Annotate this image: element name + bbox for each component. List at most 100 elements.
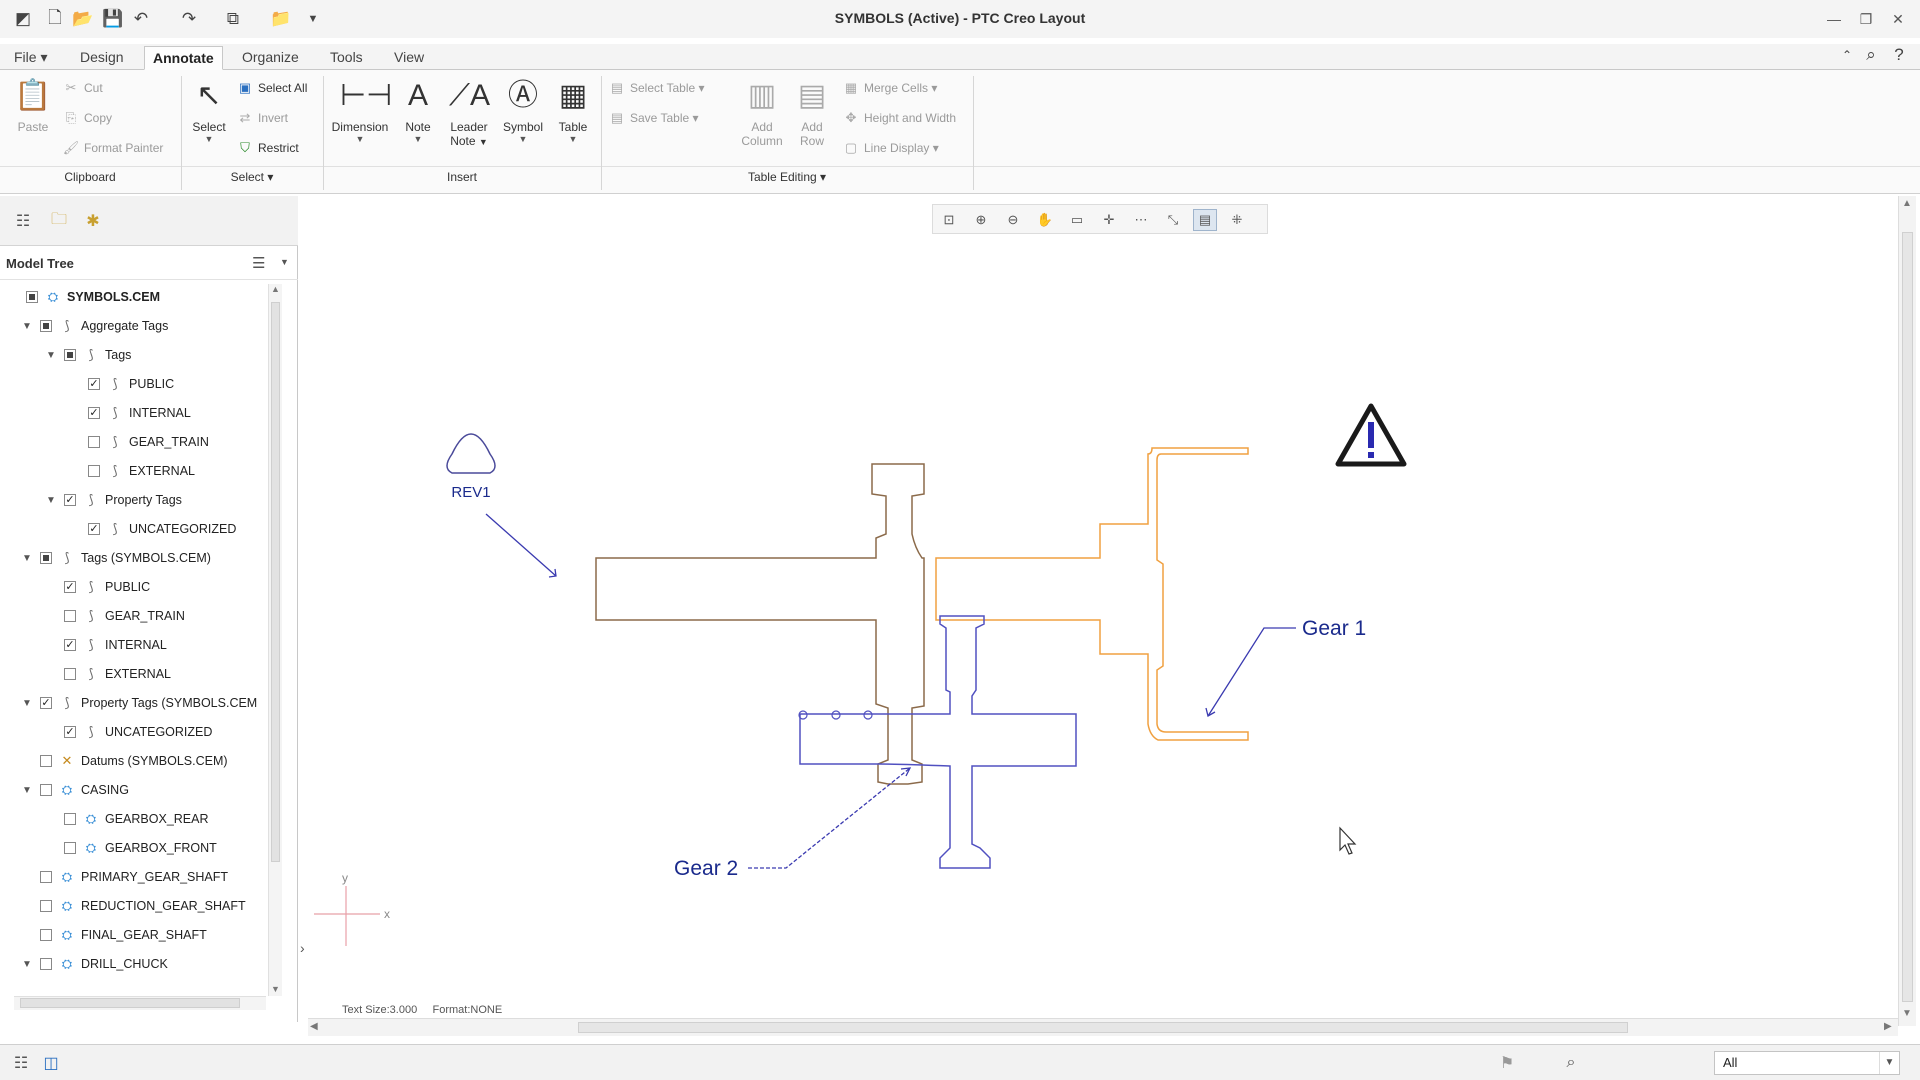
save-table-button[interactable]: ▤Save Table ▾ xyxy=(608,108,699,128)
tree-node[interactable]: ⟆EXTERNAL xyxy=(44,663,171,685)
copy-button[interactable]: ⎘Copy xyxy=(62,108,112,128)
select-group-label[interactable]: Select ▾ xyxy=(230,170,274,184)
add-column-button[interactable]: ▥ Add Column xyxy=(736,76,788,148)
expand-arrow-icon[interactable]: ▼ xyxy=(22,784,32,796)
tree-settings-icon[interactable]: ☰ xyxy=(252,255,266,272)
tab-organize[interactable]: Organize xyxy=(242,49,299,65)
line-display-button[interactable]: ▢Line Display ▾ xyxy=(842,138,939,158)
select-dropdown-icon[interactable]: ▼ xyxy=(204,134,214,144)
customize-quick-access-icon[interactable]: ▼ xyxy=(307,13,319,25)
tree-hscroll-thumb[interactable] xyxy=(20,998,240,1008)
tree-checkbox[interactable] xyxy=(40,755,52,767)
tree-node[interactable]: ⛭GEARBOX_REAR xyxy=(44,808,209,830)
tree-checkbox[interactable]: ✓ xyxy=(64,581,76,593)
table-editing-group-label[interactable]: Table Editing ▾ xyxy=(747,170,827,184)
tree-node[interactable]: ✕Datums (SYMBOLS.CEM) xyxy=(20,750,228,772)
graphics-scroll-up-icon[interactable]: ▲ xyxy=(1902,198,1912,209)
tree-vertical-scrollbar[interactable]: ▲ ▼ xyxy=(268,284,282,996)
note-button[interactable]: A Note ▼ xyxy=(396,76,440,144)
add-row-button[interactable]: ▤ Add Row xyxy=(790,76,834,148)
expand-arrow-icon[interactable]: ▼ xyxy=(22,320,32,332)
collapse-panel-chevron-icon[interactable]: › xyxy=(300,940,305,956)
search-icon[interactable]: ⌕ xyxy=(1866,45,1876,64)
tree-horizontal-scrollbar[interactable] xyxy=(14,996,266,1010)
tree-node[interactable]: ⛭CHUCK xyxy=(44,982,149,984)
warning-icon[interactable] xyxy=(1335,403,1407,467)
open-folder-icon[interactable]: 📂 xyxy=(72,9,94,28)
selection-filter-dropdown[interactable]: All ▼ xyxy=(1714,1051,1900,1075)
reduction-shaft-outline[interactable] xyxy=(799,615,1077,869)
tree-settings-dropdown-icon[interactable]: ▼ xyxy=(280,257,289,267)
tree-checkbox[interactable]: ✓ xyxy=(64,494,76,506)
expand-arrow-icon[interactable]: ▼ xyxy=(46,494,56,506)
tree-checkbox[interactable] xyxy=(26,291,38,303)
select-button[interactable]: ↖ Select ▼ xyxy=(186,76,232,144)
tree-checkbox[interactable]: ✓ xyxy=(64,639,76,651)
restore-icon[interactable]: ❐ xyxy=(1859,10,1873,27)
graphics-scroll-right-icon[interactable]: ▶ xyxy=(1884,1021,1892,1032)
tree-checkbox[interactable]: ✓ xyxy=(88,523,100,535)
zoom-in-icon[interactable]: ⊕ xyxy=(975,212,987,227)
graphics-window[interactable]: ⊡ ⊕ ⊖ ✋ ▭ ✛ ⋯ ⤡ ▤ ⁜ REV1 Gear 1 xyxy=(300,196,1916,1036)
tab-annotate[interactable]: Annotate xyxy=(144,46,223,70)
tree-checkbox[interactable]: ✓ xyxy=(40,697,52,709)
window-icon[interactable]: ⧉ xyxy=(226,9,240,28)
tree-checkbox[interactable] xyxy=(40,552,52,564)
graphics-hscroll-thumb[interactable] xyxy=(578,1022,1628,1033)
tree-node[interactable]: ▼⛭DRILL_CHUCK xyxy=(20,953,168,975)
gear-2-note[interactable]: Gear 2 xyxy=(674,767,912,880)
help-icon[interactable]: ? xyxy=(1894,45,1904,64)
tree-scroll-thumb[interactable] xyxy=(271,302,280,862)
tree-node[interactable]: ✓⟆UNCATEGORIZED xyxy=(68,518,236,540)
tree-checkbox[interactable] xyxy=(64,842,76,854)
close-icon[interactable]: ✕ xyxy=(1892,10,1904,27)
undo-icon[interactable]: ↶ xyxy=(133,9,149,28)
tree-node[interactable]: ✓⟆PUBLIC xyxy=(44,576,150,598)
toggle-navigator-icon[interactable]: ☷ xyxy=(13,1055,29,1072)
tree-checkbox[interactable] xyxy=(64,610,76,622)
tree-node[interactable]: ▼✓⟆Property Tags xyxy=(44,489,182,511)
tree-checkbox[interactable]: ✓ xyxy=(88,378,100,390)
graphics-horizontal-scrollbar[interactable]: ◀ ▶ xyxy=(308,1018,1898,1036)
tree-checkbox[interactable] xyxy=(40,900,52,912)
close-window-icon[interactable]: 📁 xyxy=(270,9,292,28)
new-file-icon[interactable]: 🗋 xyxy=(48,7,62,27)
gear-1-note[interactable]: Gear 1 xyxy=(1205,617,1366,717)
tree-node[interactable]: ▼⟆Tags xyxy=(44,344,131,366)
snap-icon[interactable]: ⁜ xyxy=(1231,212,1243,227)
scroll-down-icon[interactable]: ▼ xyxy=(271,984,280,994)
app-icon[interactable]: ◩ xyxy=(14,9,32,28)
tree-node[interactable]: ⛭REDUCTION_GEAR_SHAFT xyxy=(20,895,246,917)
find-icon[interactable]: ⌕ xyxy=(1566,1054,1576,1071)
favorites-tab-icon[interactable]: ✱ xyxy=(86,213,100,230)
symbol-dropdown-icon[interactable]: ▼ xyxy=(518,134,528,144)
cut-button[interactable]: ✂Cut xyxy=(62,78,103,98)
dimension-button[interactable]: ⊢⊣ Dimension ▼ xyxy=(328,76,393,144)
tree-checkbox[interactable] xyxy=(64,668,76,680)
message-flag-icon[interactable]: ⚑ xyxy=(1499,1055,1515,1072)
symbol-button[interactable]: Ⓐ Symbol ▼ xyxy=(498,76,548,144)
dimension-dropdown-icon[interactable]: ▼ xyxy=(355,134,365,144)
model-tree-tab-icon[interactable]: ☷ xyxy=(15,213,31,230)
folder-browser-tab-icon[interactable]: 🗀 xyxy=(50,210,67,228)
graphics-scroll-down-icon[interactable]: ▼ xyxy=(1902,1008,1912,1019)
toggle-browser-icon[interactable]: ◫ xyxy=(43,1055,59,1072)
tree-node[interactable]: ⛭SYMBOLS.CEM xyxy=(20,286,160,308)
tree-node[interactable]: ⟆GEAR_TRAIN xyxy=(44,605,185,627)
refit-icon[interactable]: ⊡ xyxy=(943,212,955,227)
tree-checkbox[interactable] xyxy=(40,929,52,941)
grid-display-icon[interactable]: ⋯ xyxy=(1134,212,1148,227)
tree-checkbox[interactable] xyxy=(40,958,52,970)
tree-checkbox[interactable] xyxy=(40,871,52,883)
tree-checkbox[interactable] xyxy=(88,436,100,448)
gearbox-casing-outline[interactable] xyxy=(935,447,1249,741)
note-dropdown-icon[interactable]: ▼ xyxy=(413,134,423,144)
zoom-out-icon[interactable]: ⊖ xyxy=(1007,212,1019,227)
tree-node[interactable]: ⟆GEAR_TRAIN xyxy=(68,431,209,453)
sketch-display-icon[interactable]: ⤡ xyxy=(1167,212,1179,227)
tree-checkbox[interactable]: ✓ xyxy=(64,726,76,738)
leader-note-dropdown-icon[interactable]: ▼ xyxy=(478,137,488,147)
paste-button[interactable]: 📋 Paste xyxy=(10,76,56,134)
tree-node[interactable]: ▼⛭CASING xyxy=(20,779,129,801)
tree-checkbox[interactable]: ✓ xyxy=(88,407,100,419)
